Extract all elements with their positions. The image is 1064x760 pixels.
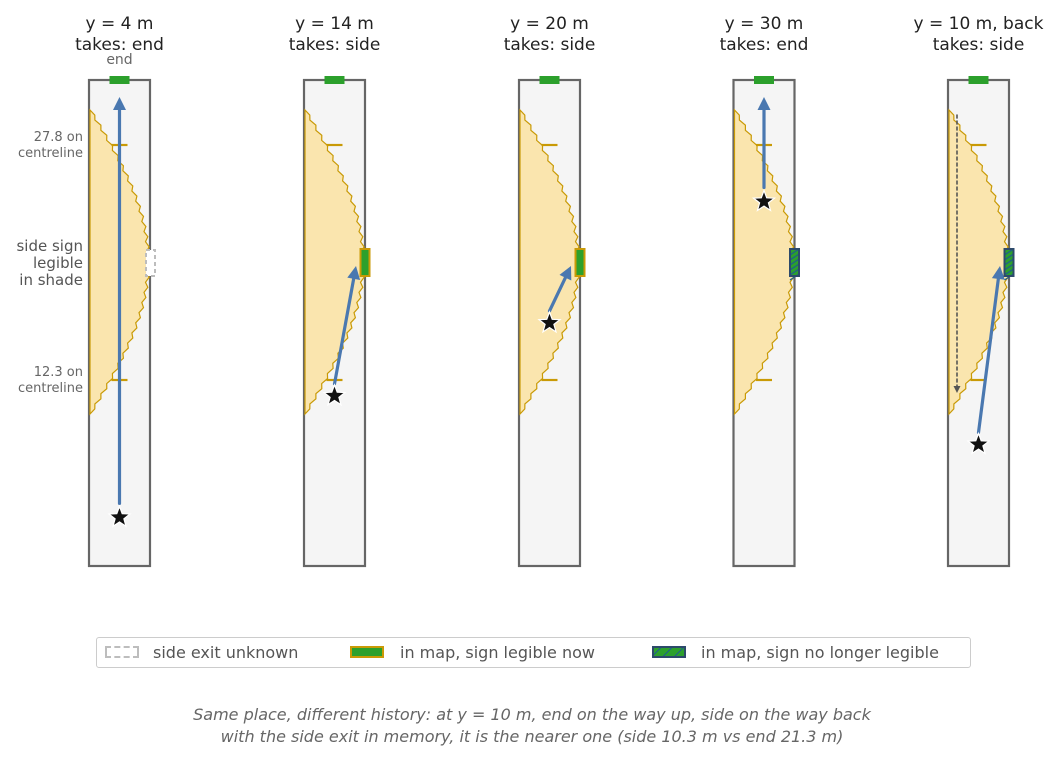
side-exit-legible (574, 248, 586, 277)
panel-decision: takes: side (289, 35, 381, 55)
panel-decision: takes: end (75, 35, 164, 55)
panel-decision: takes: side (504, 35, 596, 55)
panel-decision: takes: end (720, 35, 809, 55)
return-path-arrow (953, 114, 961, 393)
route-arrow (976, 266, 1005, 435)
side-exit-hatch (789, 268, 800, 276)
route-arrow-shaft (547, 276, 567, 313)
route-arrow-head (559, 266, 572, 281)
side-exit-hatch (789, 253, 800, 261)
panel-title: y = 10 m, back (914, 14, 1044, 34)
panel-title: y = 4 m (86, 14, 154, 34)
label-upper-tick-line-1: 27.8 on (34, 130, 83, 145)
side-exit-hatch (789, 258, 800, 266)
end-exit (324, 76, 345, 84)
legend-label-stale: in map, sign no longer legible (701, 643, 939, 662)
side-exit-hatch (1004, 258, 1014, 266)
label-lower-tick-line-2: centreline (18, 381, 83, 396)
return-path-arrow-head (953, 386, 961, 393)
side-exit-legible (359, 248, 371, 277)
label-upper-tick-line-2: centreline (18, 146, 83, 161)
legend: side exit unknown in map, sign legible n… (96, 637, 971, 668)
end-exit (109, 76, 130, 84)
side-exit-border (1003, 248, 1015, 277)
agent-star (966, 431, 991, 455)
side-exit-hatch (1004, 263, 1014, 271)
agent-star (751, 188, 777, 212)
panel-title: y = 30 m (725, 14, 804, 34)
panel-title: y = 14 m (295, 14, 374, 34)
agent-star (537, 310, 562, 334)
route-arrow (113, 97, 126, 505)
route-arrow-shaft (332, 277, 356, 386)
legend-swatch-unknown (105, 646, 139, 658)
side-exit-hatch (789, 263, 800, 271)
route-arrow (757, 97, 771, 190)
legend-label-legible: in map, sign legible now (400, 643, 595, 662)
legend-swatch-legible (350, 646, 384, 658)
label-side-sign-line-3: in shade (19, 271, 83, 289)
label-end-marker: end (106, 52, 132, 68)
label-side-sign-line-1: side sign (16, 237, 83, 255)
panel-title: y = 20 m (510, 14, 589, 34)
panel-decision: takes: side (933, 35, 1025, 55)
route-arrow-head (347, 266, 361, 280)
legend-label-unknown: side exit unknown (153, 643, 299, 662)
agent-star (107, 504, 132, 528)
side-exit-hatch (1004, 268, 1014, 276)
route-arrow-head (113, 97, 126, 110)
route-arrow-head (757, 97, 771, 110)
side-exit-unknown (145, 249, 156, 277)
end-exit (968, 76, 989, 84)
agent-star (322, 383, 347, 407)
caption-line-1: Same place, different history: at y = 10… (193, 705, 871, 724)
end-exit (754, 76, 774, 84)
legend-swatch-stale (652, 646, 686, 658)
label-side-sign-line-2: legible (33, 254, 83, 272)
side-exit-border (789, 248, 800, 277)
label-lower-tick-line-1: 12.3 on (34, 365, 83, 380)
route-arrow (547, 266, 572, 313)
side-exit-stale (789, 248, 800, 281)
side-exit-hatch (1004, 253, 1014, 261)
route-arrow (332, 266, 361, 386)
end-exit (539, 76, 560, 84)
side-exit-stale (1003, 248, 1015, 281)
route-arrow-head (991, 266, 1005, 280)
caption-line-2: with the side exit in memory, it is the … (220, 727, 844, 746)
route-arrow-shaft (976, 277, 1000, 435)
